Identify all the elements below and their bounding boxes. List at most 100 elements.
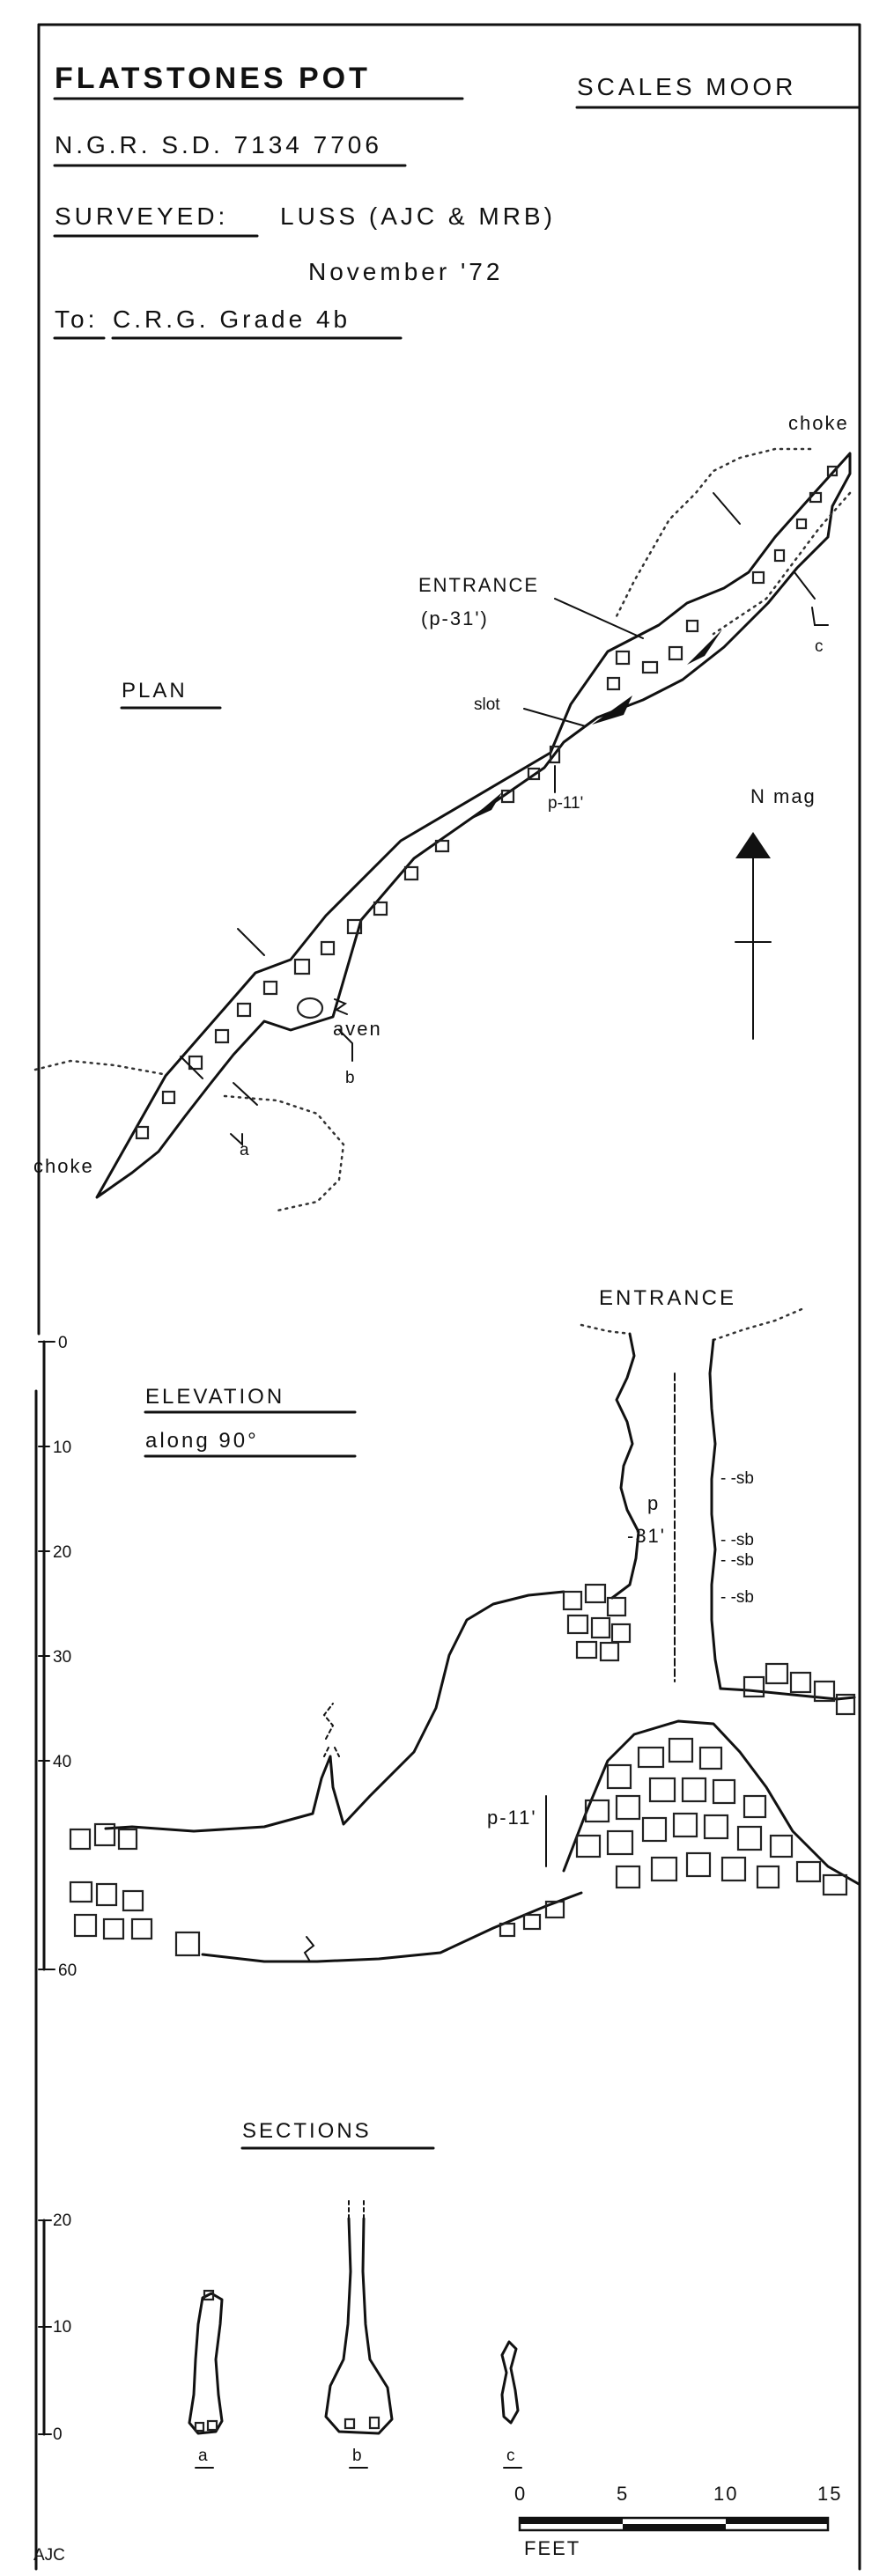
scale-tick-0: 0: [514, 2483, 527, 2505]
aven-drip: [322, 1703, 340, 1757]
depth-tick-20: 20: [53, 1543, 71, 1562]
depth-tick-0: 0: [58, 1334, 68, 1352]
pitch-wedge-entrance: [592, 696, 632, 725]
plan-view: PLAN: [33, 412, 852, 1212]
plan-boulders: [135, 465, 839, 1140]
scale-seg-3: [726, 2518, 828, 2524]
entrance-leader: [554, 598, 644, 639]
pitch-wedge-slot: [687, 629, 722, 665]
pitch-31-value: -31': [627, 1525, 666, 1547]
label-section-c: c: [815, 637, 824, 656]
surface-outline-sw2: [223, 1094, 345, 1212]
shaft-left-wall: [610, 1332, 640, 1600]
survey-date: November '72: [308, 258, 503, 285]
surveyed-by: LUSS (AJC & MRB): [280, 202, 556, 230]
surface-right: [712, 1306, 808, 1342]
shaft-right-wall: [708, 1338, 722, 1690]
section-c-outline: [500, 2340, 520, 2425]
plan-heading: PLAN: [122, 679, 188, 703]
section-label-c: c: [506, 2447, 515, 2465]
page-frame-left: [34, 23, 41, 2571]
scale-unit: FEET: [524, 2537, 580, 2559]
section-arrow-b: [338, 1029, 353, 1062]
page-frame: [37, 23, 861, 2571]
label-entrance-pitch: (p-31'): [421, 607, 489, 629]
floor-drip: [303, 1936, 315, 1962]
boulders-shaft-left: [562, 1583, 632, 1662]
section-b-boulders: [344, 2416, 381, 2430]
section-arrow-c: [811, 607, 829, 626]
sb-mark-1: - -sb: [720, 1469, 754, 1488]
slot-leader: [523, 708, 587, 727]
grid-reference: N.G.R. S.D. 7134 7706: [55, 131, 382, 158]
elevation-subheading: along 90°: [145, 1429, 259, 1453]
label-p11: p-11': [548, 794, 583, 813]
surface-outline-ne2: [712, 491, 852, 636]
section-label-a: a: [198, 2447, 208, 2465]
depth-tick-60: 60: [58, 1961, 77, 1980]
scale-tick-5: 5: [617, 2483, 629, 2505]
label-aven: aven: [333, 1018, 382, 1040]
scale-bar: 0 5 10 15 FEET: [514, 2483, 842, 2559]
depth-tick-10: 10: [53, 1439, 71, 1457]
to-label: To:: [55, 305, 98, 333]
depth-tick-30: 30: [53, 1648, 71, 1667]
surface-outline-ne: [615, 447, 812, 618]
section-tick-20: 20: [53, 2212, 71, 2230]
north-label: N mag: [750, 785, 816, 807]
boulders-left-end: [69, 1822, 201, 1957]
section-b-outline: [324, 2217, 394, 2435]
sb-mark-3: - -sb: [720, 1551, 754, 1570]
section-line-a1: [233, 1082, 258, 1106]
aven-symbol: [334, 998, 348, 1015]
section-a-boulders: [194, 2289, 218, 2432]
author-credit: AJC: [33, 2546, 65, 2565]
pitch-wedge-p11: [469, 792, 502, 821]
elevation-entrance: ENTRANCE: [599, 1286, 736, 1310]
sections-view: SECTIONS 20 10 0 a b c: [38, 2119, 522, 2469]
pitch-11-label: p-11': [487, 1807, 537, 1829]
boulder-heap: [499, 1737, 848, 1938]
scale-seg-1: [520, 2518, 623, 2524]
scale-tick-10: 10: [713, 2483, 738, 2505]
surface-left: [580, 1323, 632, 1336]
depth-tick-40: 40: [53, 1753, 71, 1771]
boulder-heap-outline: [562, 1719, 861, 1886]
sections-heading: SECTIONS: [242, 2119, 372, 2143]
title-block: FLATSTONES POT SCALES MOOR N.G.R. S.D. 7…: [53, 62, 861, 340]
elevation-heading: ELEVATION: [145, 1385, 284, 1409]
north-arrow: N mag: [735, 785, 816, 1040]
surveyed-label: SURVEYED:: [55, 202, 228, 230]
label-section-a: a: [240, 1141, 249, 1159]
boulders-right: [743, 1662, 856, 1716]
label-entrance: ENTRANCE: [418, 574, 539, 596]
location-label: SCALES MOOR: [577, 73, 796, 100]
passage-outline: [95, 452, 852, 1199]
passage-roof: [104, 1590, 565, 1833]
passage-floor: [201, 1891, 583, 1963]
right-passage-roof: [719, 1687, 856, 1701]
surface-outline-sw: [33, 1059, 165, 1076]
section-label-b: b: [352, 2447, 362, 2465]
label-section-b: b: [345, 1069, 355, 1087]
label-choke-ne: choke: [788, 412, 849, 434]
scale-tick-15: 15: [817, 2483, 842, 2505]
label-slot: slot: [474, 696, 500, 714]
section-line-c: [713, 492, 741, 525]
section-line-a2: [180, 1056, 203, 1079]
section-scale-ticks: [38, 2219, 52, 2435]
sb-mark-2: - -sb: [720, 1531, 754, 1549]
section-tick-10: 10: [53, 2318, 71, 2337]
section-a-outline: [188, 2292, 224, 2435]
section-line-b: [237, 928, 265, 956]
north-arrow-head: [735, 832, 771, 858]
pitch-31-p: p: [647, 1492, 660, 1514]
section-arrow-a: [230, 1133, 243, 1147]
elevation-view: ELEVATION along 90° 0 10 20 30 40 60 ENT…: [38, 1286, 861, 1980]
section-tick-0: 0: [53, 2425, 63, 2444]
section-line-c2: [794, 571, 816, 600]
scale-seg-2: [623, 2524, 726, 2530]
sb-mark-4: - -sb: [720, 1588, 754, 1607]
grade: C.R.G. Grade 4b: [113, 305, 351, 333]
